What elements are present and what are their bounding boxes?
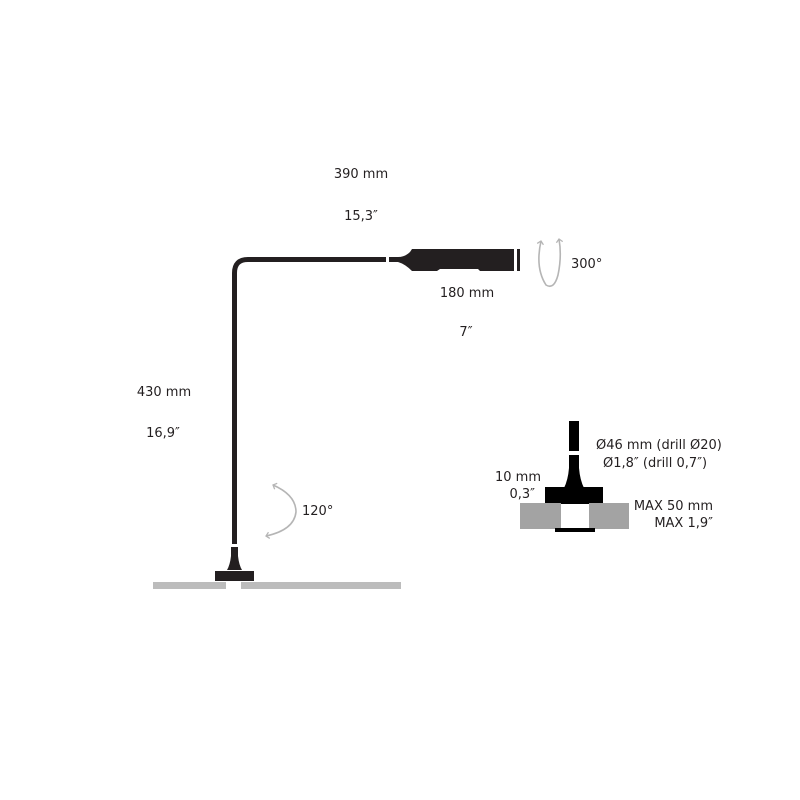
- head-length-imperial: 7″: [459, 325, 473, 340]
- mount-base-height-imperial: 0,3″: [509, 487, 535, 502]
- detail-surface-left: [520, 503, 561, 529]
- mount-diameter-metric: Ø46 mm (drill Ø20): [596, 438, 722, 453]
- table-surface-left: [153, 582, 226, 589]
- head-length-metric: 180 mm: [439, 286, 495, 301]
- detail-surface-right: [589, 503, 629, 529]
- head-rotation-label: 300°: [571, 257, 603, 272]
- lamp-neck: [227, 547, 242, 570]
- mount-max-thickness-imperial: MAX 1,9″: [654, 516, 713, 531]
- pole-height-metric: 430 mm: [136, 385, 192, 400]
- detail-neck: [564, 455, 584, 488]
- lamp-side-view: [153, 249, 520, 589]
- pole-rotation-label: 120°: [302, 504, 334, 519]
- arm-length-imperial: 15,3″: [344, 209, 378, 224]
- lamp-pole: [232, 257, 386, 544]
- pole-height-imperial: 16,9″: [146, 426, 180, 441]
- lamp-head-cap: [517, 249, 520, 271]
- mount-max-thickness-metric: MAX 50 mm: [633, 499, 713, 514]
- mount-diameter-imperial: Ø1,8″ (drill 0,7″): [603, 456, 708, 471]
- lamp-head: [389, 249, 514, 271]
- pole-rotation-arrow-icon: [265, 482, 297, 539]
- arm-length-metric: 390 mm: [333, 167, 389, 182]
- mount-base-height-metric: 10 mm: [494, 470, 541, 485]
- table-surface-right: [241, 582, 401, 589]
- detail-base: [545, 487, 603, 504]
- lamp-base: [215, 571, 254, 581]
- detail-bottom-plate: [555, 528, 595, 532]
- head-rotation-arrow-icon: [536, 238, 564, 288]
- detail-pole: [569, 421, 579, 451]
- mount-detail-view: [520, 421, 629, 532]
